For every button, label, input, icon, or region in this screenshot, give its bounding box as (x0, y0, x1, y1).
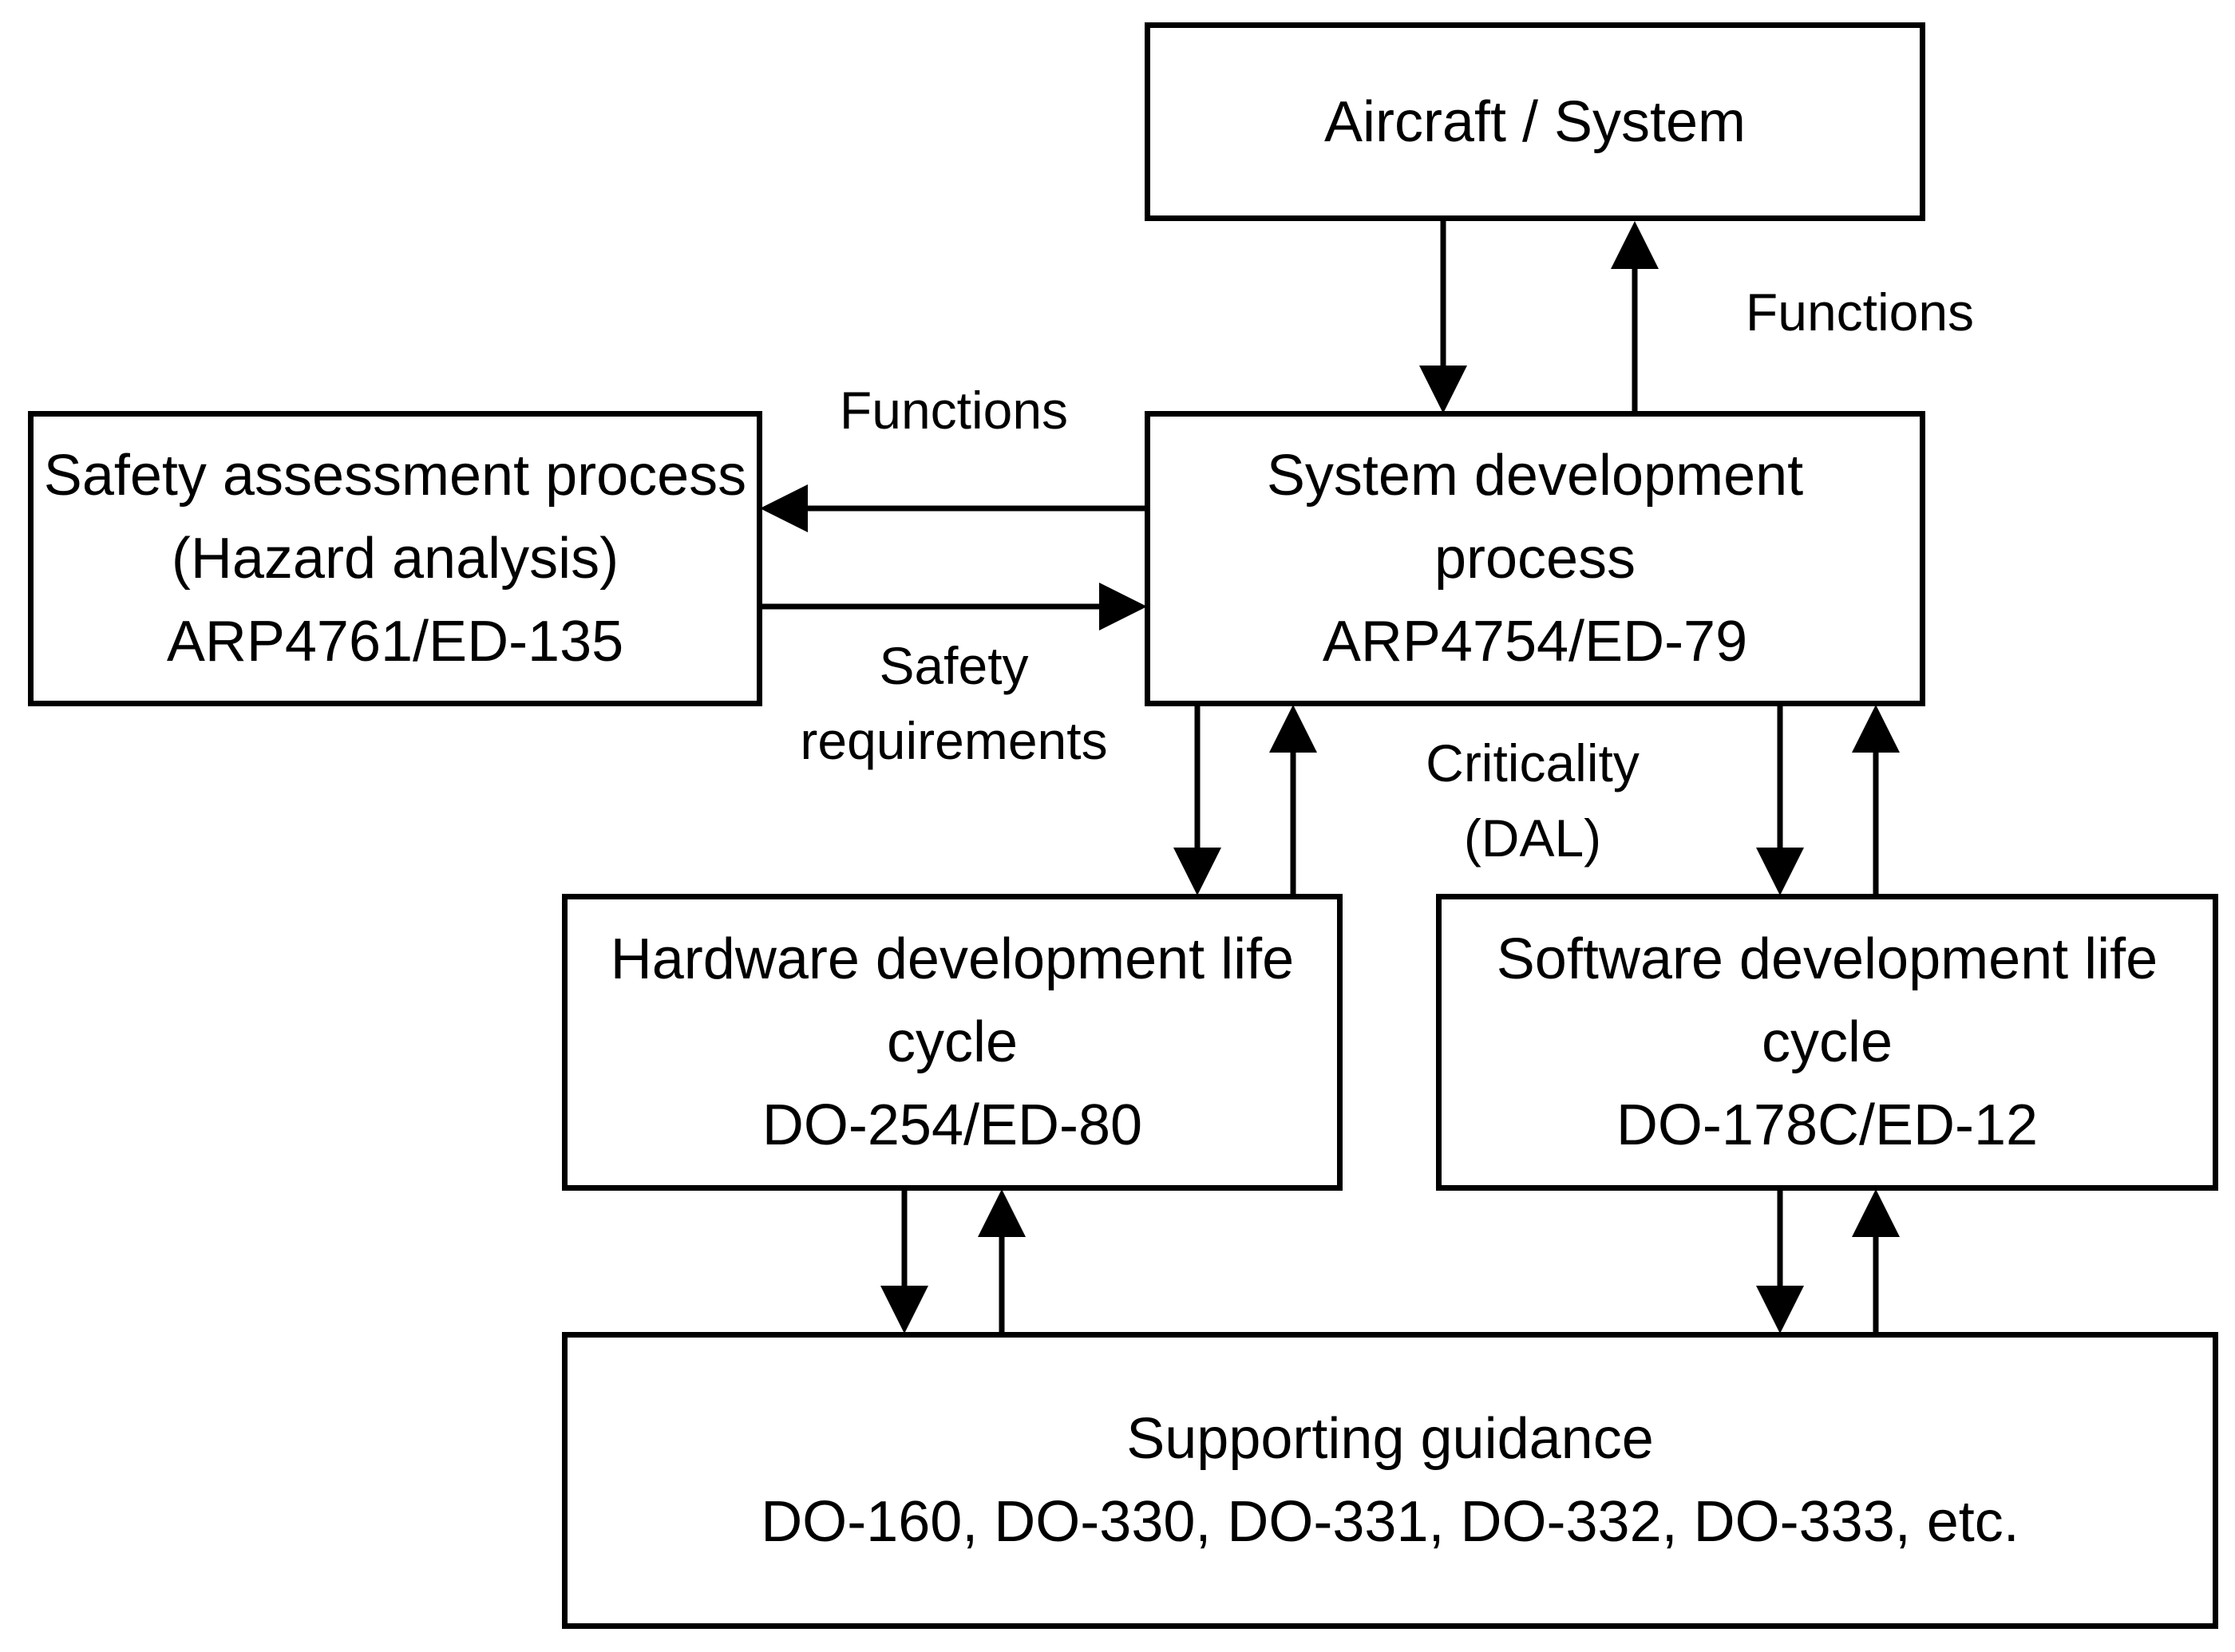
edge-label-functions-top: Functions (1745, 283, 1975, 342)
aircraft-system-label: Aircraft / System (1323, 89, 1746, 154)
supporting-guidance-standards: DO-160, DO-330, DO-331, DO-332, DO-333, … (761, 1490, 2019, 1554)
safety-assessment-subtitle: (Hazard analysis) (171, 527, 619, 591)
arrowhead-system-to-safety (760, 484, 808, 532)
software-development-title: Software development life (1496, 927, 2158, 991)
arrowhead-software-to-system (1852, 705, 1900, 753)
criticality-line-2: (DAL) (1463, 808, 1602, 867)
software-development-title-cont: cycle (1761, 1010, 1893, 1074)
criticality-line-1: Criticality (1426, 733, 1640, 792)
aircraft-system-box: Aircraft / System (1145, 22, 1925, 221)
hardware-development-standard: DO-254/ED-80 (761, 1093, 1143, 1157)
safety-assessment-standard: ARP4761/ED-135 (166, 610, 624, 674)
arrowhead-supporting-to-hardware (978, 1189, 1026, 1237)
system-development-title: System development (1266, 444, 1804, 508)
arrowhead-aircraft-to-system (1419, 366, 1467, 413)
hardware-development-title: Hardware development life (610, 927, 1295, 991)
system-development-box: System development process ARP4754/ED-79 (1145, 411, 1925, 706)
safety-requirements-line-2: requirements (800, 711, 1108, 770)
system-development-title-cont: process (1434, 527, 1636, 591)
hardware-development-box: Hardware development life cycle DO-254/E… (562, 894, 1343, 1191)
safety-requirements-line-1: Safety (879, 636, 1029, 695)
arrowhead-supporting-to-software (1852, 1189, 1900, 1237)
software-development-box: Software development life cycle DO-178C/… (1436, 894, 2218, 1191)
system-development-standard: ARP4754/ED-79 (1322, 610, 1748, 674)
safety-assessment-box: Safety assessment process (Hazard analys… (28, 411, 762, 706)
arrowhead-hardware-to-supporting (880, 1286, 928, 1334)
arrowhead-system-to-hardware (1173, 848, 1221, 895)
supporting-guidance-title: Supporting guidance (1126, 1407, 1654, 1471)
arrowhead-hardware-to-system (1269, 705, 1317, 753)
arrowhead-safety-to-system (1099, 583, 1147, 630)
edge-label-safety-requirements: Safety requirements (762, 628, 1145, 778)
safety-assessment-title: Safety assessment process (43, 444, 747, 508)
arrowhead-system-to-software (1756, 848, 1804, 895)
supporting-guidance-box: Supporting guidance DO-160, DO-330, DO-3… (562, 1332, 2218, 1629)
hardware-development-title-cont: cycle (886, 1010, 1019, 1074)
edge-label-criticality: Criticality (DAL) (1357, 725, 1708, 875)
arrowhead-system-to-aircraft (1611, 221, 1659, 269)
edge-label-functions-left: Functions (839, 381, 1069, 440)
arrowhead-software-to-supporting (1756, 1286, 1804, 1334)
software-development-standard: DO-178C/ED-12 (1616, 1093, 2039, 1157)
